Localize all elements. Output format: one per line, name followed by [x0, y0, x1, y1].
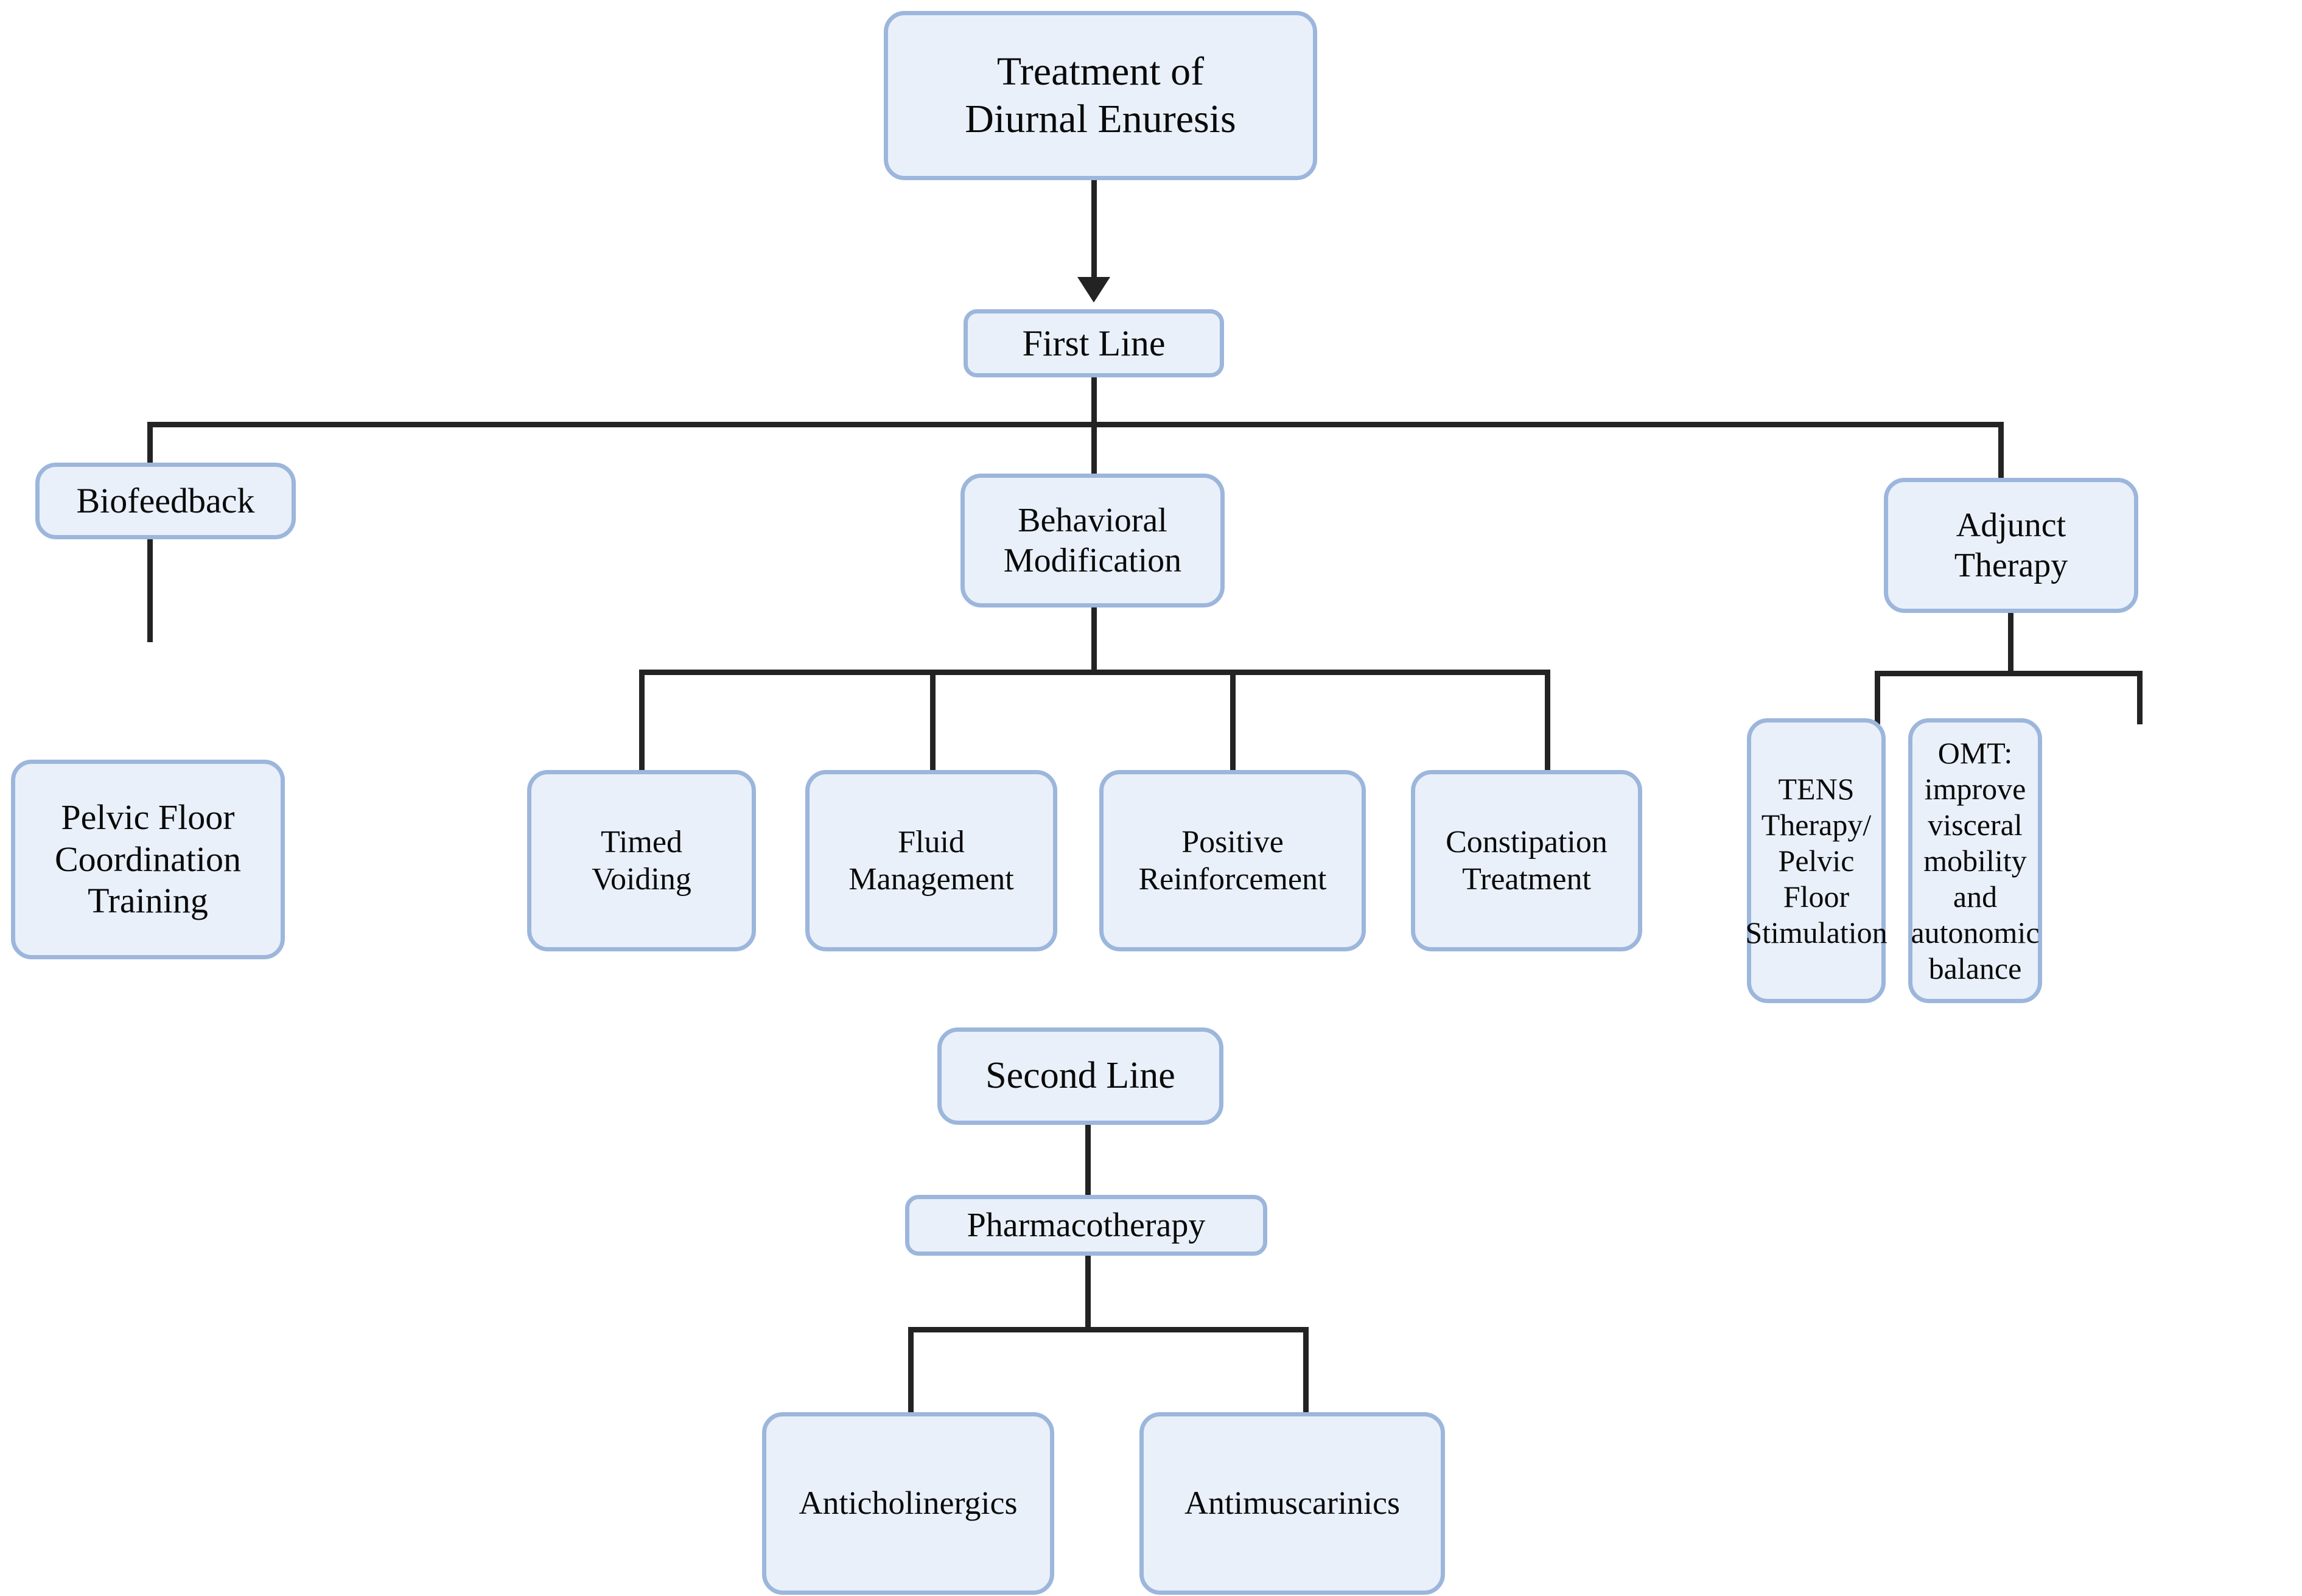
- edge-biofeedback-to-pelvic-floor-training: [147, 536, 153, 642]
- edge-behavioral-modification-bar: [639, 670, 1550, 675]
- node-root[interactable]: Treatment of Diurnal Enuresis: [884, 11, 1317, 180]
- node-omt-label: OMT: improve visceral mobility and auton…: [1911, 735, 2040, 985]
- edge-spine-to-behavioral-modification: [1091, 422, 1097, 478]
- node-pharmacotherapy-label: Pharmacotherapy: [967, 1206, 1206, 1244]
- edge-bar-to-timed-voiding: [639, 670, 645, 773]
- node-pharmacotherapy[interactable]: Pharmacotherapy: [905, 1195, 1267, 1256]
- node-fluid-management[interactable]: Fluid Management: [805, 770, 1057, 951]
- node-second-line-label: Second Line: [985, 1055, 1175, 1097]
- node-constipation-treatment[interactable]: Constipation Treatment: [1411, 770, 1642, 951]
- node-adjunct-therapy[interactable]: Adjunct Therapy: [1884, 478, 2138, 613]
- edge-bar-to-tens-therapy: [1875, 671, 1880, 724]
- edge-adjunct-therapy-stem: [2008, 612, 2013, 676]
- edge-pharmacotherapy-bar: [908, 1327, 1309, 1332]
- node-tens-therapy[interactable]: TENS Therapy/ Pelvic Floor Stimulation: [1745, 718, 1887, 1003]
- edge-pharmacotherapy-stem: [1085, 1254, 1091, 1330]
- edge-adjunct-therapy-bar: [1875, 671, 2143, 676]
- node-anticholinergics-label: Anticholinergics: [799, 1485, 1018, 1522]
- edge-behavioral-modification-stem: [1091, 606, 1097, 673]
- node-first-line-label: First Line: [1022, 323, 1166, 363]
- edge-spine-to-biofeedback: [147, 422, 153, 464]
- node-omt[interactable]: OMT: improve visceral mobility and auton…: [1908, 718, 2042, 1003]
- edge-bar-to-positive-reinforcement: [1230, 670, 1236, 773]
- edge-bar-to-fluid-management: [930, 670, 936, 773]
- edge-bar-to-omt: [2137, 671, 2143, 724]
- node-fluid-management-label: Fluid Management: [848, 824, 1014, 897]
- node-positive-reinforcement[interactable]: Positive Reinforcement: [1099, 770, 1366, 951]
- node-root-label: Treatment of Diurnal Enuresis: [965, 49, 1236, 141]
- node-tens-therapy-label: TENS Therapy/ Pelvic Floor Stimulation: [1745, 771, 1887, 950]
- node-behavioral-modification[interactable]: Behavioral Modification: [960, 474, 1225, 607]
- node-biofeedback[interactable]: Biofeedback: [35, 463, 296, 539]
- node-second-line[interactable]: Second Line: [937, 1027, 1223, 1125]
- edge-second-line-to-pharmacotherapy: [1085, 1123, 1091, 1199]
- node-constipation-treatment-label: Constipation Treatment: [1446, 824, 1608, 897]
- node-first-line[interactable]: First Line: [964, 309, 1224, 377]
- node-adjunct-therapy-label: Adjunct Therapy: [1954, 506, 2068, 584]
- node-antimuscarinics[interactable]: Antimuscarinics: [1139, 1412, 1445, 1595]
- edge-bar-to-antimuscarinics: [1303, 1327, 1309, 1415]
- edge-bar-to-anticholinergics: [908, 1327, 914, 1415]
- node-anticholinergics[interactable]: Anticholinergics: [762, 1412, 1054, 1595]
- node-pelvic-floor-training[interactable]: Pelvic Floor Coordination Training: [11, 760, 285, 959]
- node-timed-voiding-label: Timed Voiding: [592, 824, 691, 897]
- arrowhead-root-to-first-line: [1077, 277, 1110, 303]
- node-behavioral-modification-label: Behavioral Modification: [1003, 501, 1182, 579]
- node-biofeedback-label: Biofeedback: [76, 480, 255, 520]
- node-pelvic-floor-training-label: Pelvic Floor Coordination Training: [54, 797, 242, 921]
- edge-bar-to-constipation-treatment: [1545, 670, 1550, 773]
- node-antimuscarinics-label: Antimuscarinics: [1184, 1485, 1400, 1522]
- edge-first-line-stem: [1091, 377, 1097, 427]
- node-positive-reinforcement-label: Positive Reinforcement: [1138, 824, 1327, 897]
- edge-root-to-first-line: [1091, 177, 1097, 283]
- edge-first-line-spine: [147, 422, 2004, 427]
- node-timed-voiding[interactable]: Timed Voiding: [527, 770, 756, 951]
- edge-spine-to-adjunct-therapy: [1998, 422, 2004, 481]
